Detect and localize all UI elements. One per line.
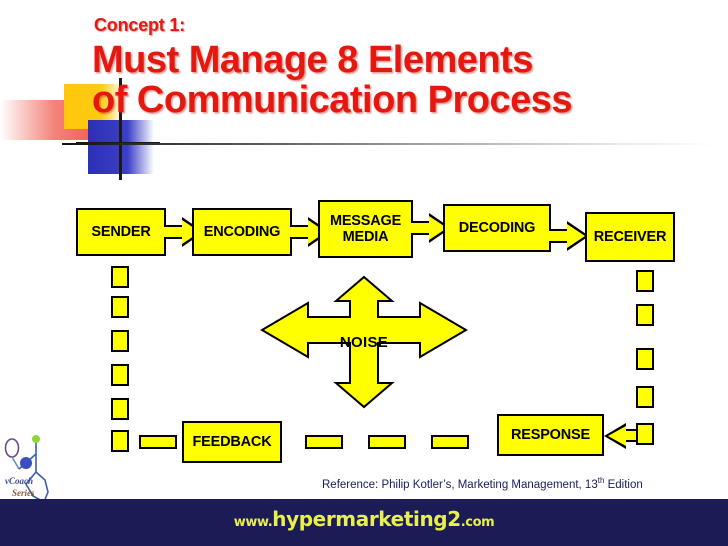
feedback-dash-left-2 xyxy=(111,296,129,318)
footer-url-prefix: www. xyxy=(233,515,273,530)
diagram-box-receiver[interactable]: RECEIVER xyxy=(585,212,675,262)
feedback-dash-horizontal-1 xyxy=(139,435,177,449)
footer-url-main: hypermarketing2 xyxy=(272,507,461,531)
feedback-dash-left-4 xyxy=(111,364,129,386)
diagram-box-response[interactable]: RESPONSE xyxy=(497,414,604,456)
response-dash-right-4 xyxy=(636,386,654,408)
footer-url-suffix: .com xyxy=(460,515,495,530)
four-way-arrow-icon xyxy=(260,275,468,409)
concept-label: Concept 1: xyxy=(94,15,186,35)
title-area: Concept 1: Must Manage 8 Elements of Com… xyxy=(0,0,728,180)
vcoach-logo: vCoach Series xyxy=(0,432,78,511)
feedback-dash-left-3 xyxy=(111,330,129,352)
arrow-decoding-to-receiver-icon xyxy=(549,221,591,251)
vcoach-logo-line-2: Series xyxy=(12,488,35,498)
feedback-dash-horizontal-3 xyxy=(368,435,406,449)
diagram-box-decoding[interactable]: DECODING xyxy=(443,204,551,252)
crosshair-vertical-line xyxy=(119,78,122,180)
feedback-dash-left-1 xyxy=(111,266,129,288)
diagram-box-encoding[interactable]: ENCODING xyxy=(192,208,292,256)
feedback-dash-horizontal-4 xyxy=(431,435,469,449)
response-dash-right-1 xyxy=(636,270,654,292)
response-dash-right-5 xyxy=(636,423,654,445)
feedback-dash-horizontal-2 xyxy=(305,435,343,449)
vcoach-logo-line-1: vCoach xyxy=(5,476,33,486)
title-line-2: of Communication Process xyxy=(92,79,572,121)
response-dash-right-3 xyxy=(636,348,654,370)
reference-superscript: th xyxy=(597,476,605,485)
message-media-line-1: MESSAGE xyxy=(329,213,402,229)
title-line-1: Must Manage 8 Elements xyxy=(92,39,533,81)
title-divider-rule xyxy=(62,143,717,145)
reference-note: Reference: Philip Kotler’s, Marketing Ma… xyxy=(322,476,643,491)
communication-process-diagram: SENDER ENCODING MESSAGE MEDIA DECODING R… xyxy=(0,180,728,480)
message-media-line-2: MEDIA xyxy=(342,229,389,245)
feedback-dash-left-5 xyxy=(111,398,129,420)
feedback-dash-left-6 xyxy=(111,430,129,452)
diagram-shape-noise[interactable]: NOISE xyxy=(258,275,470,410)
footer-banner: www.hypermarketing2.com xyxy=(0,499,728,546)
response-dash-right-2 xyxy=(636,304,654,326)
diagram-box-sender[interactable]: SENDER xyxy=(76,208,166,256)
diagram-box-message-media[interactable]: MESSAGE MEDIA xyxy=(318,200,413,258)
page-title: Must Manage 8 Elements of Communication … xyxy=(92,40,712,120)
diagram-box-feedback[interactable]: FEEDBACK xyxy=(182,421,282,463)
decorative-logo-mark xyxy=(0,62,160,180)
reference-suffix: Edition xyxy=(604,478,643,491)
footer-url[interactable]: www.hypermarketing2.com xyxy=(0,507,728,531)
reference-prefix: Reference: Philip Kotler’s, Marketing Ma… xyxy=(322,478,598,491)
